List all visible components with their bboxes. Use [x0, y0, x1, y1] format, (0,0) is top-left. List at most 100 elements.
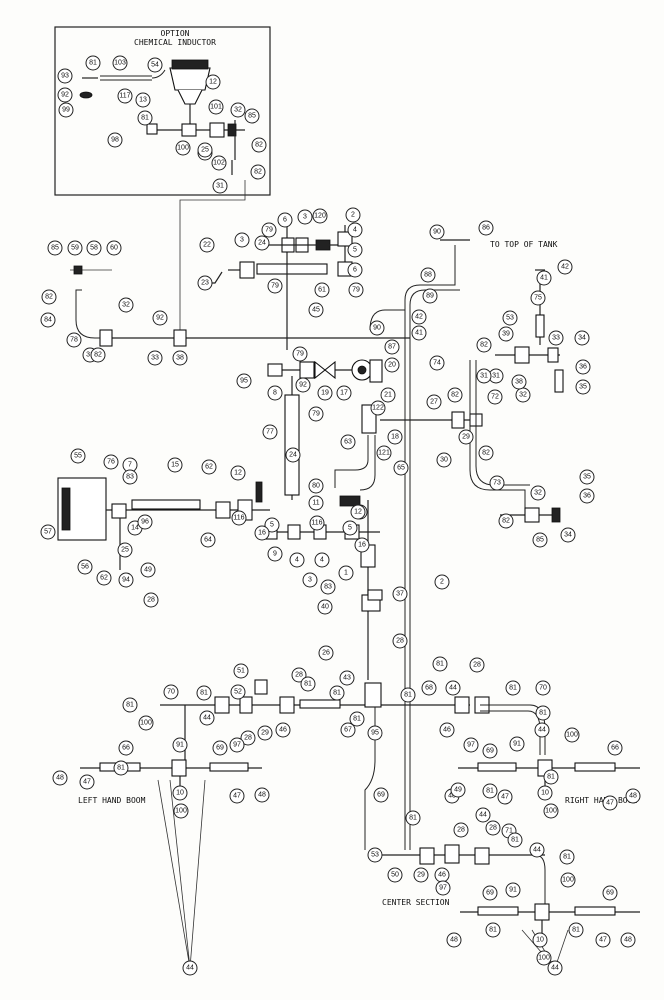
callout-79: 79: [267, 278, 283, 294]
callout-59: 59: [67, 240, 83, 256]
svg-text:69: 69: [216, 745, 224, 752]
callout-58: 58: [86, 240, 102, 256]
callout-100: 100: [175, 140, 191, 156]
callout-74: 74: [429, 355, 445, 371]
svg-text:58: 58: [90, 245, 98, 252]
svg-text:29: 29: [462, 434, 470, 441]
callout-81: 81: [568, 922, 584, 938]
svg-text:30: 30: [440, 457, 448, 464]
callout-13: 13: [135, 92, 151, 108]
callout-91: 91: [505, 882, 521, 898]
callout-10: 10: [172, 785, 188, 801]
callout-3: 3: [297, 209, 313, 225]
svg-text:28: 28: [244, 735, 252, 742]
callout-25: 25: [117, 542, 133, 558]
svg-text:21: 21: [384, 392, 392, 399]
callout-31: 31: [488, 368, 504, 384]
left-hand-boom-label: LEFT HAND BOOM: [78, 796, 146, 805]
svg-text:10: 10: [541, 790, 549, 797]
callout-97: 97: [229, 737, 245, 753]
callout-100: 100: [173, 803, 189, 819]
svg-text:4: 4: [320, 557, 324, 564]
svg-text:90: 90: [373, 325, 381, 332]
callout-48: 48: [254, 787, 270, 803]
callout-120: 120: [312, 208, 328, 224]
callout-44: 44: [182, 960, 198, 976]
callout-84: 84: [40, 312, 56, 328]
svg-text:4: 4: [295, 557, 299, 564]
svg-text:97: 97: [467, 742, 475, 749]
svg-text:81: 81: [547, 774, 555, 781]
svg-text:41: 41: [415, 330, 423, 337]
svg-text:86: 86: [482, 225, 490, 232]
svg-text:73: 73: [493, 480, 501, 487]
svg-text:95: 95: [371, 730, 379, 737]
svg-text:44: 44: [538, 727, 546, 734]
callout-66: 66: [607, 740, 623, 756]
callout-28: 28: [485, 820, 501, 836]
svg-text:31: 31: [480, 373, 488, 380]
callout-100: 100: [138, 715, 154, 731]
callout-44: 44: [199, 710, 215, 726]
svg-text:16: 16: [358, 542, 366, 549]
callout-87: 87: [384, 339, 400, 355]
callout-73: 73: [489, 475, 505, 491]
svg-text:44: 44: [533, 847, 541, 854]
callout-51: 51: [233, 663, 249, 679]
svg-text:44: 44: [203, 715, 211, 722]
callout-44: 44: [547, 960, 563, 976]
svg-text:68: 68: [425, 685, 433, 692]
callout-44: 44: [529, 842, 545, 858]
callout-32: 32: [230, 102, 246, 118]
svg-text:97: 97: [439, 885, 447, 892]
callout-29: 29: [413, 867, 429, 883]
svg-text:13: 13: [139, 97, 147, 104]
to-top-of-tank-label: TO TOP OF TANK: [490, 240, 558, 249]
svg-text:91: 91: [509, 887, 517, 894]
svg-text:32: 32: [534, 490, 542, 497]
callout-42: 42: [411, 309, 427, 325]
svg-text:81: 81: [509, 685, 517, 692]
callout-10: 10: [532, 932, 548, 948]
callout-92: 92: [295, 377, 311, 393]
svg-text:69: 69: [377, 792, 385, 799]
svg-text:100: 100: [545, 808, 557, 815]
callout-82: 82: [250, 164, 266, 180]
svg-text:120: 120: [314, 213, 326, 220]
svg-text:28: 28: [489, 825, 497, 832]
callout-23: 23: [197, 275, 213, 291]
callout-98: 98: [107, 132, 123, 148]
svg-text:38: 38: [176, 355, 184, 362]
callout-92: 92: [152, 310, 168, 326]
callout-11: 11: [308, 495, 324, 511]
callout-94: 94: [118, 572, 134, 588]
svg-text:48: 48: [629, 793, 637, 800]
callout-17: 17: [336, 385, 352, 401]
svg-text:62: 62: [205, 464, 213, 471]
callout-100: 100: [564, 727, 580, 743]
svg-text:44: 44: [479, 812, 487, 819]
svg-text:64: 64: [204, 537, 212, 544]
callout-90: 90: [369, 320, 385, 336]
callout-19: 19: [317, 385, 333, 401]
svg-text:20: 20: [388, 362, 396, 369]
svg-text:34: 34: [578, 335, 586, 342]
svg-text:28: 28: [396, 638, 404, 645]
svg-text:61: 61: [318, 287, 326, 294]
callout-50: 50: [387, 867, 403, 883]
svg-text:83: 83: [324, 584, 332, 591]
svg-text:47: 47: [233, 793, 241, 800]
svg-text:51: 51: [237, 668, 245, 675]
callout-82: 82: [498, 513, 514, 529]
svg-text:121: 121: [378, 450, 390, 457]
inductor-supply-line: [179, 180, 246, 338]
svg-text:96: 96: [141, 519, 149, 526]
callout-62: 62: [201, 459, 217, 475]
callout-61: 61: [314, 282, 330, 298]
svg-text:12: 12: [209, 79, 217, 86]
callout-31: 31: [212, 178, 228, 194]
callout-47: 47: [595, 932, 611, 948]
callout-70: 70: [535, 680, 551, 696]
svg-text:63: 63: [344, 439, 352, 446]
